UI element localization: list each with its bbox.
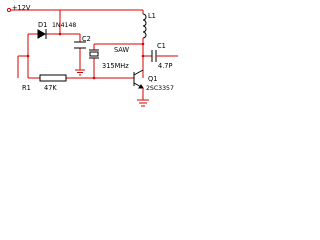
inductor-icon — [142, 13, 147, 39]
r1-ref-label: R1 — [22, 84, 31, 92]
ground-c2-icon — [75, 69, 85, 76]
saw-ref-label: SAW — [114, 46, 129, 54]
ground-icon — [137, 99, 149, 107]
q1-part-label: 2SC3357 — [146, 85, 174, 92]
supply-rail — [6, 7, 144, 14]
d1-part-label: 1N4148 — [52, 22, 77, 29]
schematic: +12V L1 D1 1N4148 C2 SAW 315MHz C1 4.7P … — [0, 0, 180, 120]
saw-freq-label: 315MHz — [102, 62, 129, 70]
supply-label: +12V — [12, 4, 31, 12]
l1-ref-label: L1 — [148, 12, 156, 20]
transistor-icon — [133, 66, 144, 100]
bias-wires — [17, 10, 94, 79]
saw-resonator-icon — [89, 49, 99, 59]
q1-ref-label: Q1 — [148, 75, 158, 83]
resistor-icon — [39, 74, 67, 82]
r1-value-label: 47K — [44, 84, 57, 92]
c1-ref-label: C1 — [157, 42, 166, 50]
capacitor-c2-icon — [74, 41, 86, 49]
c2-ref-label: C2 — [82, 35, 91, 43]
c1-value-label: 4.7P — [158, 62, 173, 70]
d1-ref-label: D1 — [38, 21, 48, 29]
diode-icon — [37, 29, 47, 39]
junction-dots — [26, 32, 145, 80]
capacitor-c1-icon — [151, 50, 160, 62]
circuit-drawing — [6, 7, 178, 107]
